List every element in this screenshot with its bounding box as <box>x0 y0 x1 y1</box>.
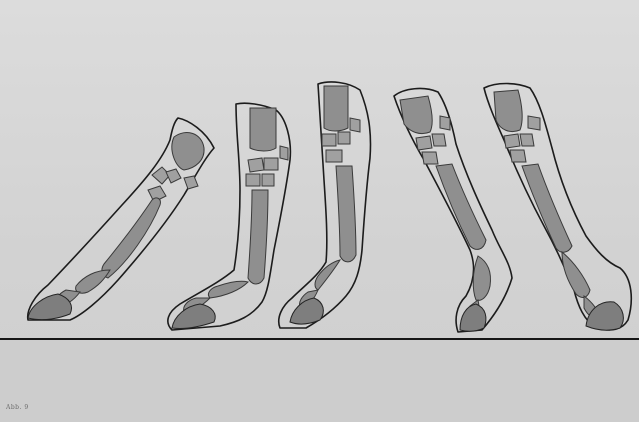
leg-3 <box>279 82 371 328</box>
figure-caption: Abb. 9 <box>6 404 29 411</box>
leg-4 <box>394 89 512 332</box>
leg-1 <box>28 118 214 320</box>
